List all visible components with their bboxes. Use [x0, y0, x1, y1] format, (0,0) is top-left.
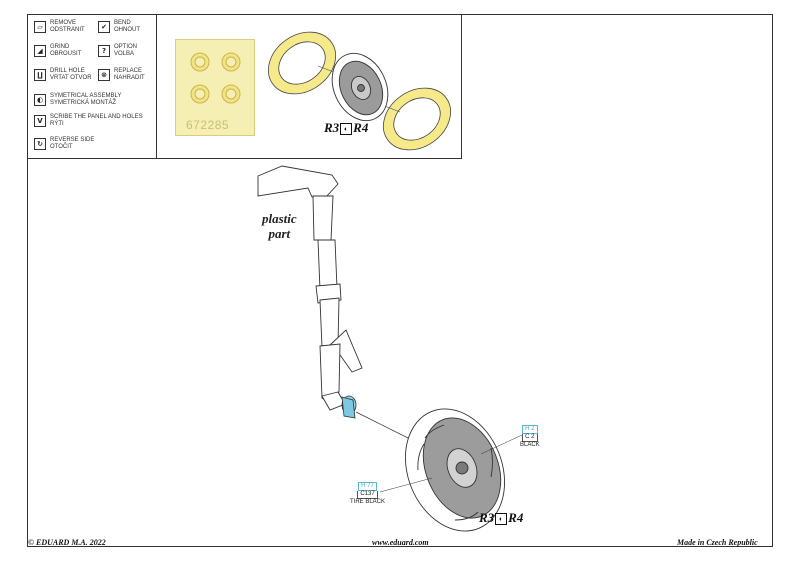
callout-hub-c: C 2	[522, 434, 538, 442]
axle-part	[341, 395, 357, 419]
legend-label-line2: OTOČIT	[50, 144, 73, 150]
plastic-label-line2: part	[268, 226, 291, 241]
callout-hub-h: H 2	[522, 425, 538, 434]
detail-panel	[157, 14, 462, 159]
remove-icon: ▱	[34, 21, 46, 33]
legend-label-line2: NAHRADIT	[114, 75, 145, 81]
legend-label-line2: RÝTI	[50, 121, 64, 127]
footer-website[interactable]: www.eduard.com	[372, 538, 429, 547]
callout-tire-name: TIRE BLACK	[350, 499, 386, 505]
footer-copyright: © EDUARD M.A. 2022	[28, 538, 106, 547]
mask-ring-top	[268, 31, 336, 95]
symmetrical-assembly-icon: ◐	[495, 513, 508, 525]
legend-label-line1: REVERSE SIDE	[50, 137, 95, 143]
legend-label-line1: SYMETRICAL ASSEMBLY	[50, 93, 122, 99]
callout-tire-c: C137	[357, 491, 378, 499]
legend-label-line2: ODSTRANIT	[50, 27, 85, 33]
mask-sheet	[175, 39, 255, 136]
legend-label-line2: VOLBA	[114, 51, 135, 57]
callout-hub-name: BLACK	[520, 442, 540, 448]
legend-label-line1: REMOVE	[50, 20, 77, 26]
mask-sheet-number: 672285	[186, 118, 230, 132]
legend-label-line1: OPTION	[114, 44, 138, 50]
symmetrical-assembly-icon: ◐	[340, 123, 353, 135]
plastic-label-line1: plastic	[262, 211, 297, 226]
grind-icon: ◢	[34, 45, 46, 57]
mask-sheet-rings	[190, 52, 241, 104]
part-number-top: R3◐R4	[324, 120, 368, 136]
legend-label-line2: OHNOUT	[114, 27, 140, 33]
callout-hub-color: H 2 C 2 BLACK	[520, 425, 540, 449]
callout-leaders	[379, 434, 523, 493]
page-frame	[27, 14, 773, 547]
plastic-part-label: plastic part	[262, 211, 297, 241]
legend-label-line1: BEND	[114, 20, 131, 26]
part-number-bottom-right: R4	[508, 510, 524, 525]
symmetrical-assembly-icon: ◐	[34, 94, 46, 106]
callout-tire-h: H 77	[358, 482, 377, 491]
landing-gear-leg	[257, 165, 363, 411]
legend-label-line1: REPLACE	[114, 68, 143, 74]
legend-label-line2: OBROUSIT	[50, 51, 82, 57]
part-number-top-left: R3	[324, 120, 340, 135]
part-number-top-right: R4	[353, 120, 369, 135]
legend-label-line1: SCRIBE THE PANEL AND HOLES	[50, 114, 143, 120]
bend-icon: ✔	[98, 21, 110, 33]
legend-label-line2: VRTAT OTVOR	[50, 75, 92, 81]
wheel-top	[331, 52, 389, 122]
replace-icon: ⊗	[98, 69, 110, 81]
mask-ring-bottom	[383, 87, 451, 151]
main-wheel	[404, 408, 506, 532]
part-number-bottom-left: R3	[479, 510, 495, 525]
legend-label-line1: DRILL HOLE	[50, 68, 85, 74]
scribe-icon: V	[34, 115, 46, 127]
legend-label-line1: GRIND	[50, 44, 70, 50]
part-number-bottom: R3◐R4	[479, 510, 523, 526]
legend-label-line2: SYMETRICKÁ MONTÁŽ	[50, 100, 117, 106]
option-icon: ?	[98, 45, 110, 57]
callout-tire-color: H 77 C137 TIRE BLACK	[350, 482, 385, 506]
legend-panel	[27, 14, 157, 159]
reverse-side-icon: ↻	[34, 138, 46, 150]
drill-hole-icon: ∐	[34, 69, 46, 81]
footer-made-in: Made in Czech Republic	[677, 538, 758, 547]
